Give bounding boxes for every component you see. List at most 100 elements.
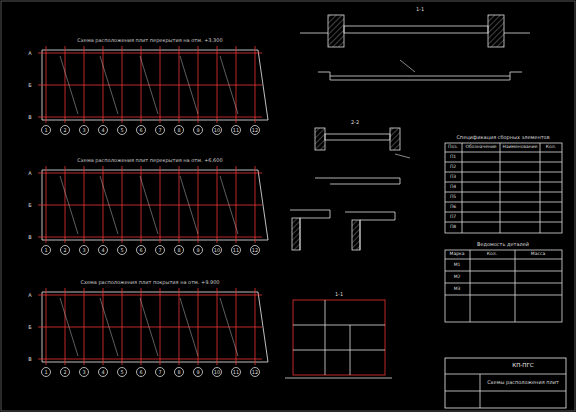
drawing-stroke (100, 176, 118, 234)
drawing-label: 7 (158, 248, 161, 253)
axis-bubble (156, 368, 165, 377)
drawing-stroke (65, 288, 66, 365)
drawing-stroke (140, 56, 158, 114)
drawing-label: КП-ПГС (512, 363, 533, 369)
drawing-label: А (28, 293, 31, 298)
drawing-stroke (445, 283, 562, 284)
drawing-label: П3 (450, 175, 456, 180)
drawing-label: В (28, 115, 31, 120)
drawing-label: 3 (82, 370, 85, 375)
drawing-stroke (38, 85, 262, 86)
drawing-stroke (46, 46, 47, 123)
drawing-label: Поз. (448, 145, 458, 150)
drawing-label: 12 (252, 248, 258, 253)
axis-bubble (99, 246, 108, 255)
drawing-label: Схема расположения плит покрытия на отм.… (80, 280, 219, 285)
drawing-stroke (60, 298, 78, 356)
drawing-stroke (198, 166, 199, 243)
drawing-stroke (46, 166, 47, 243)
drawing-label: Масса (531, 252, 545, 257)
drawing-stroke (179, 166, 180, 243)
drawing-stroke (255, 166, 256, 243)
drawing-label: Схема расположения плит перекрытия на от… (77, 38, 222, 43)
drawing-label: 9 (196, 248, 199, 253)
drawing-stroke (217, 288, 218, 365)
drawing-stroke (236, 46, 237, 123)
axis-bubble (118, 368, 127, 377)
drawing-stroke (217, 166, 218, 243)
drawing-label: 4 (101, 248, 104, 253)
drawing-stroke (445, 192, 562, 193)
drawing-label: Наименование (503, 145, 538, 150)
drawing-stroke (236, 288, 237, 365)
drawing-stroke (140, 176, 158, 234)
drawing-stroke (220, 176, 238, 234)
drawing-label: 7 (158, 128, 161, 133)
drawing-label: 2 (63, 370, 66, 375)
drawing-label: 5 (120, 370, 123, 375)
drawing-label: 7 (158, 370, 161, 375)
axis-bubble (137, 246, 146, 255)
drawing-stroke (445, 271, 562, 272)
drawing-label: 11 (233, 128, 239, 133)
drawing-stroke (180, 176, 198, 234)
drawing-stroke (65, 166, 66, 243)
axis-bubble (61, 368, 70, 377)
drawing-stroke (103, 166, 104, 243)
drawing-label: Спецификация сборных элементов (456, 135, 549, 140)
drawing-stroke (445, 259, 562, 260)
drawing-stroke (122, 166, 123, 243)
drawing-label: 10 (214, 370, 220, 375)
drawing-stroke (445, 212, 562, 213)
drawing-stroke (445, 202, 562, 203)
drawing-label: М2 (454, 275, 461, 280)
drawing-label: П4 (450, 185, 456, 190)
drawing-label: 5 (120, 128, 123, 133)
drawing-label: 6 (139, 248, 142, 253)
drawing-label: 1 (44, 248, 47, 253)
drawing-label: 9 (196, 128, 199, 133)
drawing-label: 2 (63, 128, 66, 133)
drawing-label: М1 (454, 263, 461, 268)
axis-bubble (194, 368, 203, 377)
axis-bubble (80, 368, 89, 377)
axis-bubble (80, 126, 89, 135)
drawing-label: 4 (101, 128, 104, 133)
drawing-stroke (38, 53, 262, 54)
drawing-label: 8 (177, 248, 180, 253)
drawing-stroke (220, 56, 238, 114)
drawing-label: 12 (252, 370, 258, 375)
axis-bubble (213, 368, 222, 377)
drawing-label: В (28, 357, 31, 362)
drawing-label: 3 (82, 248, 85, 253)
drawing-label: Схема расположения плит перекрытия на от… (77, 158, 222, 163)
drawing-stroke (445, 172, 562, 173)
drawing-stroke (84, 166, 85, 243)
drawing-label: 1-1 (335, 292, 343, 297)
axis-bubble (99, 126, 108, 135)
axis-bubble (61, 246, 70, 255)
drawing-stroke (160, 166, 161, 243)
drawing-stroke (198, 46, 199, 123)
drawing-label: 2 (63, 248, 66, 253)
drawing-stroke (38, 237, 262, 238)
drawing-stroke (180, 56, 198, 114)
axis-bubble (156, 246, 165, 255)
drawing-label: П2 (450, 165, 456, 170)
drawing-label: 6 (139, 128, 142, 133)
axis-bubble (251, 246, 260, 255)
drawing-stroke (38, 327, 262, 328)
drawing-label: 11 (233, 370, 239, 375)
drawing-stroke (217, 46, 218, 123)
axis-bubble (61, 126, 70, 135)
drawing-label: П8 (450, 225, 456, 230)
drawing-stroke (103, 288, 104, 365)
drawing-stroke (46, 288, 47, 365)
drawing-label: Кол. (546, 145, 556, 150)
drawing-stroke (122, 46, 123, 123)
drawing-label: 8 (177, 370, 180, 375)
drawing-label: Б (28, 83, 31, 88)
axis-bubble (42, 126, 51, 135)
drawing-label: П7 (450, 215, 456, 220)
axis-bubble (194, 126, 203, 135)
